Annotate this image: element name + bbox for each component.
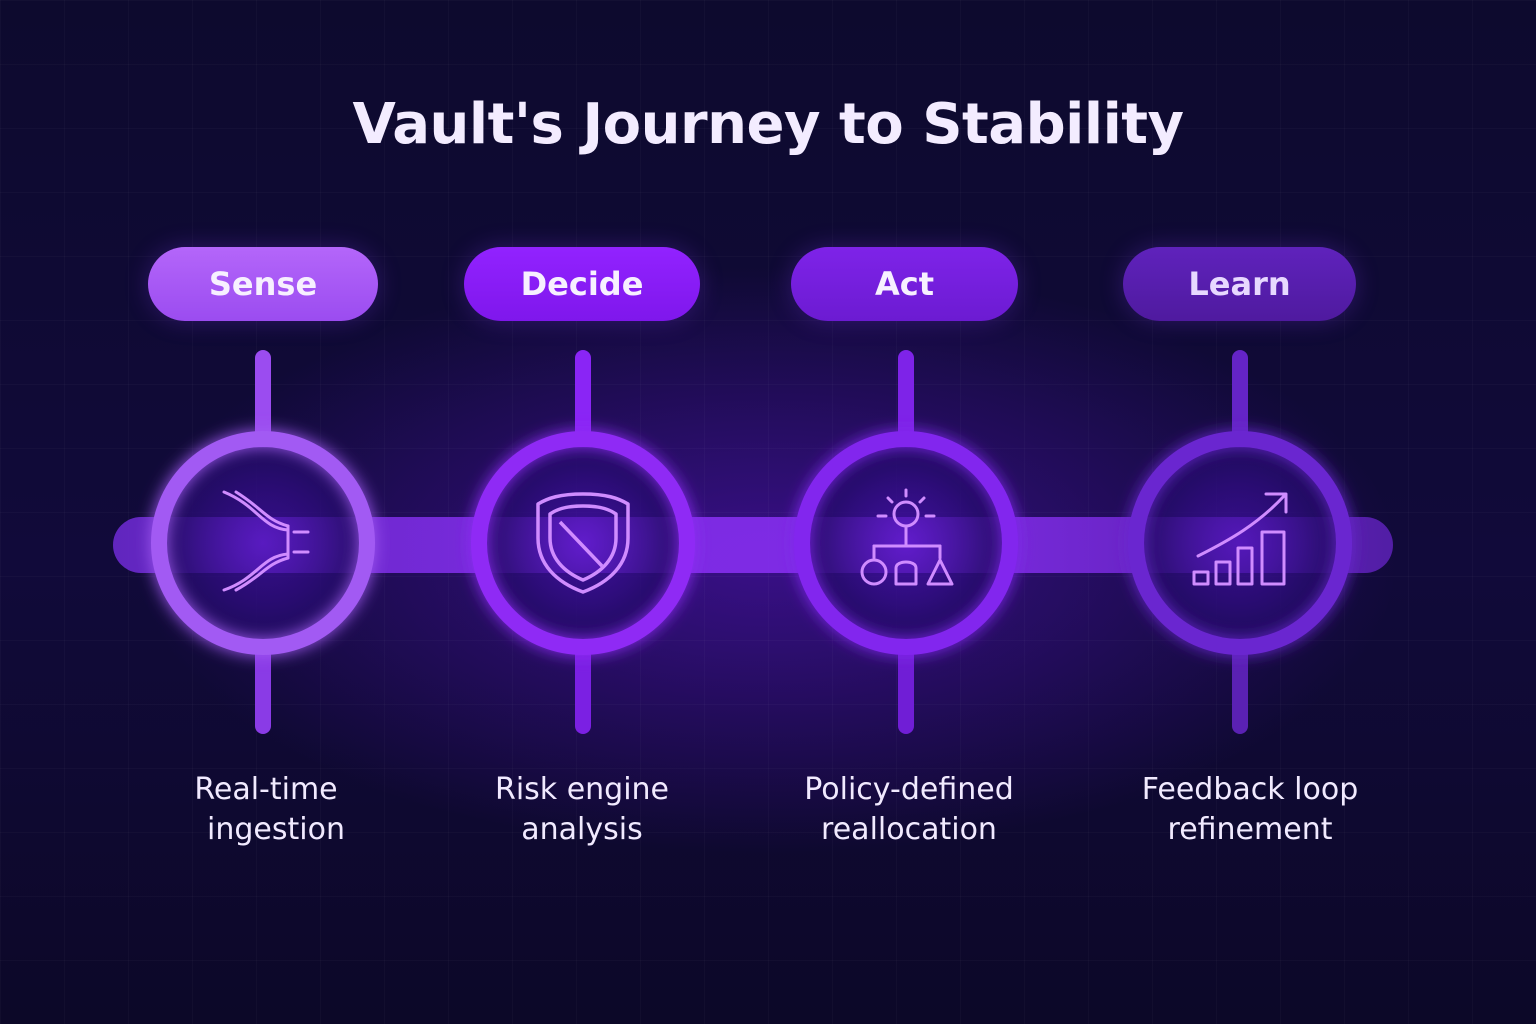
step-caption-act: Policy-defined reallocation [759, 770, 1059, 850]
caption-line: ingestion [207, 812, 345, 847]
step-ring-sense [151, 431, 375, 655]
timeline-track [113, 517, 1393, 573]
page-title: Vault's Journey to Stability [352, 92, 1184, 157]
step-label: Learn [1188, 265, 1291, 303]
connectors [255, 350, 1248, 734]
step-pill-learn: Learn [1123, 247, 1356, 321]
step-ring-decide [471, 431, 695, 655]
caption-line: refinement [1167, 812, 1333, 847]
step-caption-decide: Risk engine analysis [432, 770, 732, 850]
caption-line: Real-time [194, 772, 338, 807]
step-pill-act: Act [791, 247, 1018, 321]
step-label: Sense [208, 265, 318, 303]
shield-icon [536, 492, 630, 594]
step-caption-sense: Real-time ingestion [116, 770, 416, 850]
caption-line: Policy-defined [804, 772, 1014, 807]
caption-line: Risk engine [494, 772, 670, 807]
caption-line: Feedback loop [1141, 772, 1359, 807]
step-label: Act [874, 265, 935, 303]
step-pill-sense: Sense [148, 247, 378, 321]
caption-line: analysis [521, 812, 643, 847]
converging-streams-icon [222, 490, 310, 592]
step-ring-learn [1128, 431, 1352, 655]
growth-chart-icon [1192, 492, 1288, 586]
allocation-tree-icon [860, 488, 954, 586]
step-label: Decide [520, 265, 644, 303]
step-pill-decide: Decide [464, 247, 700, 321]
caption-line: reallocation [821, 812, 997, 847]
step-caption-learn: Feedback loop refinement [1100, 770, 1400, 850]
